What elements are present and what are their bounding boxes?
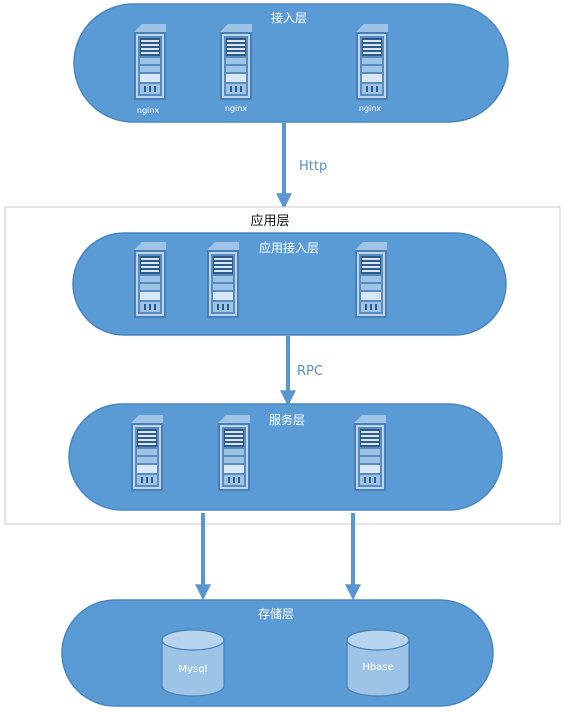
server-icon xyxy=(131,415,163,491)
server-icon xyxy=(207,242,239,318)
db-label-hbase: Hbase xyxy=(362,662,393,673)
storage-layer-title: 存储层 xyxy=(258,606,294,621)
server-icon xyxy=(355,242,387,318)
access-layer-pill xyxy=(73,3,509,123)
server-icon xyxy=(220,24,252,100)
app-access-title: 应用接入层 xyxy=(259,240,319,255)
server-icon xyxy=(134,242,166,318)
service-title: 服务层 xyxy=(269,412,305,427)
server-label: nginx xyxy=(359,104,381,113)
service-pill xyxy=(68,403,503,511)
server-label: nginx xyxy=(225,104,247,113)
server-icon xyxy=(356,24,388,100)
server-icon xyxy=(134,24,166,100)
app-access-pill xyxy=(72,232,507,336)
db-label-mysql: Mysql xyxy=(179,664,208,675)
http-label: Http xyxy=(299,159,327,174)
server-label: nginx xyxy=(137,106,159,115)
server-icon xyxy=(354,415,386,491)
access-layer-title: 接入层 xyxy=(271,10,307,25)
database-icon xyxy=(161,629,225,697)
rpc-label: RPC xyxy=(297,364,323,379)
server-icon xyxy=(218,415,250,491)
app-layer-title: 应用层 xyxy=(250,213,289,229)
